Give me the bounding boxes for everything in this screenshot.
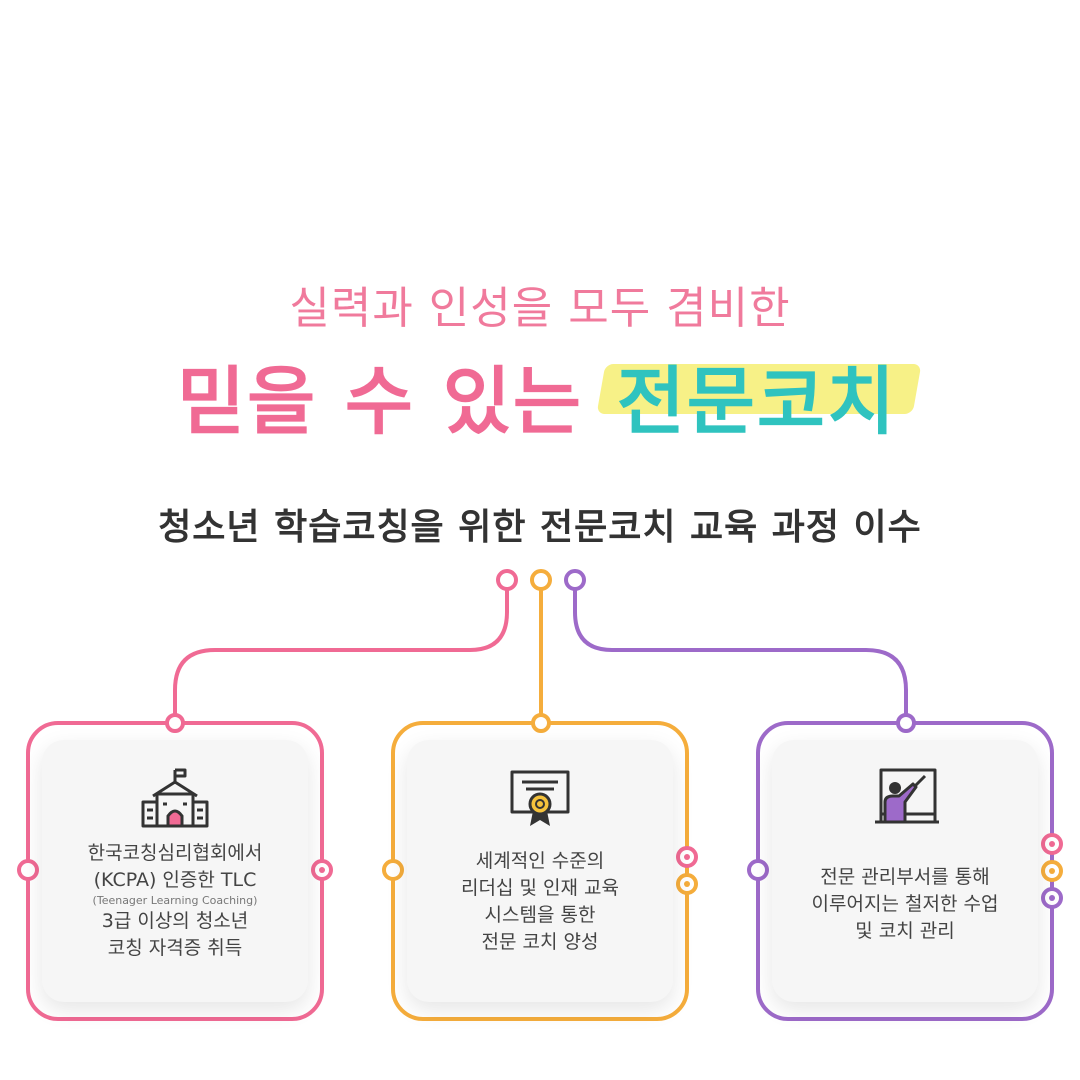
headline: 믿을 수 있는 전문코치 xyxy=(0,342,1080,449)
certificate-icon xyxy=(510,770,570,826)
card-management: 전문 관리부서를 통해 이루어지는 철저한 수업 및 코치 관리 xyxy=(772,740,1038,1002)
card-small-note: (Teenager Learning Coaching) xyxy=(92,894,258,907)
tagline: 실력과 인성을 모두 겸비한 xyxy=(289,283,791,334)
subtitle: 청소년 학습코칭을 위한 전문코치 교육 과정 이수 xyxy=(158,507,922,548)
card-line: 및 코치 관리 xyxy=(855,920,955,942)
card-line: 3급 이상의 청소년 xyxy=(101,910,249,932)
card-line: 한국코칭심리협회에서 xyxy=(87,842,263,864)
card-line: 시스템을 통한 xyxy=(484,904,596,926)
card-certification: 한국코칭심리협회에서 (KCPA) 인증한 TLC (Teenager Lear… xyxy=(42,740,308,1002)
card-line: (KCPA) 인증한 TLC xyxy=(93,869,257,891)
top-nodes xyxy=(496,569,586,591)
card-line: 코칭 자격증 취득 xyxy=(107,937,243,959)
headline-teal-wrap: 전문코치 xyxy=(596,342,922,449)
card-line: 리더십 및 인재 교육 xyxy=(461,877,619,899)
junction-nodes xyxy=(165,713,916,733)
card-line: 이루어지는 철저한 수업 xyxy=(811,893,999,915)
card-text: 한국코칭심리협회에서 (KCPA) 인증한 TLC (Teenager Lear… xyxy=(42,840,308,962)
side-node-dots xyxy=(319,841,1055,901)
card-line: 전문 관리부서를 통해 xyxy=(820,866,990,888)
teacher-board-icon xyxy=(875,768,939,824)
card-line: 전문 코치 양성 xyxy=(481,931,599,953)
headline-pink: 믿을 수 있는 xyxy=(176,359,583,445)
card-leadership: 세계적인 수준의 리더십 및 인재 교육 시스템을 통한 전문 코치 양성 xyxy=(407,740,673,1002)
card-text: 세계적인 수준의 리더십 및 인재 교육 시스템을 통한 전문 코치 양성 xyxy=(407,848,673,956)
card-text: 전문 관리부서를 통해 이루어지는 철저한 수업 및 코치 관리 xyxy=(772,864,1038,945)
school-building-icon xyxy=(141,768,209,828)
card-line: 세계적인 수준의 xyxy=(475,850,605,872)
headline-teal: 전문코치 xyxy=(616,359,898,445)
